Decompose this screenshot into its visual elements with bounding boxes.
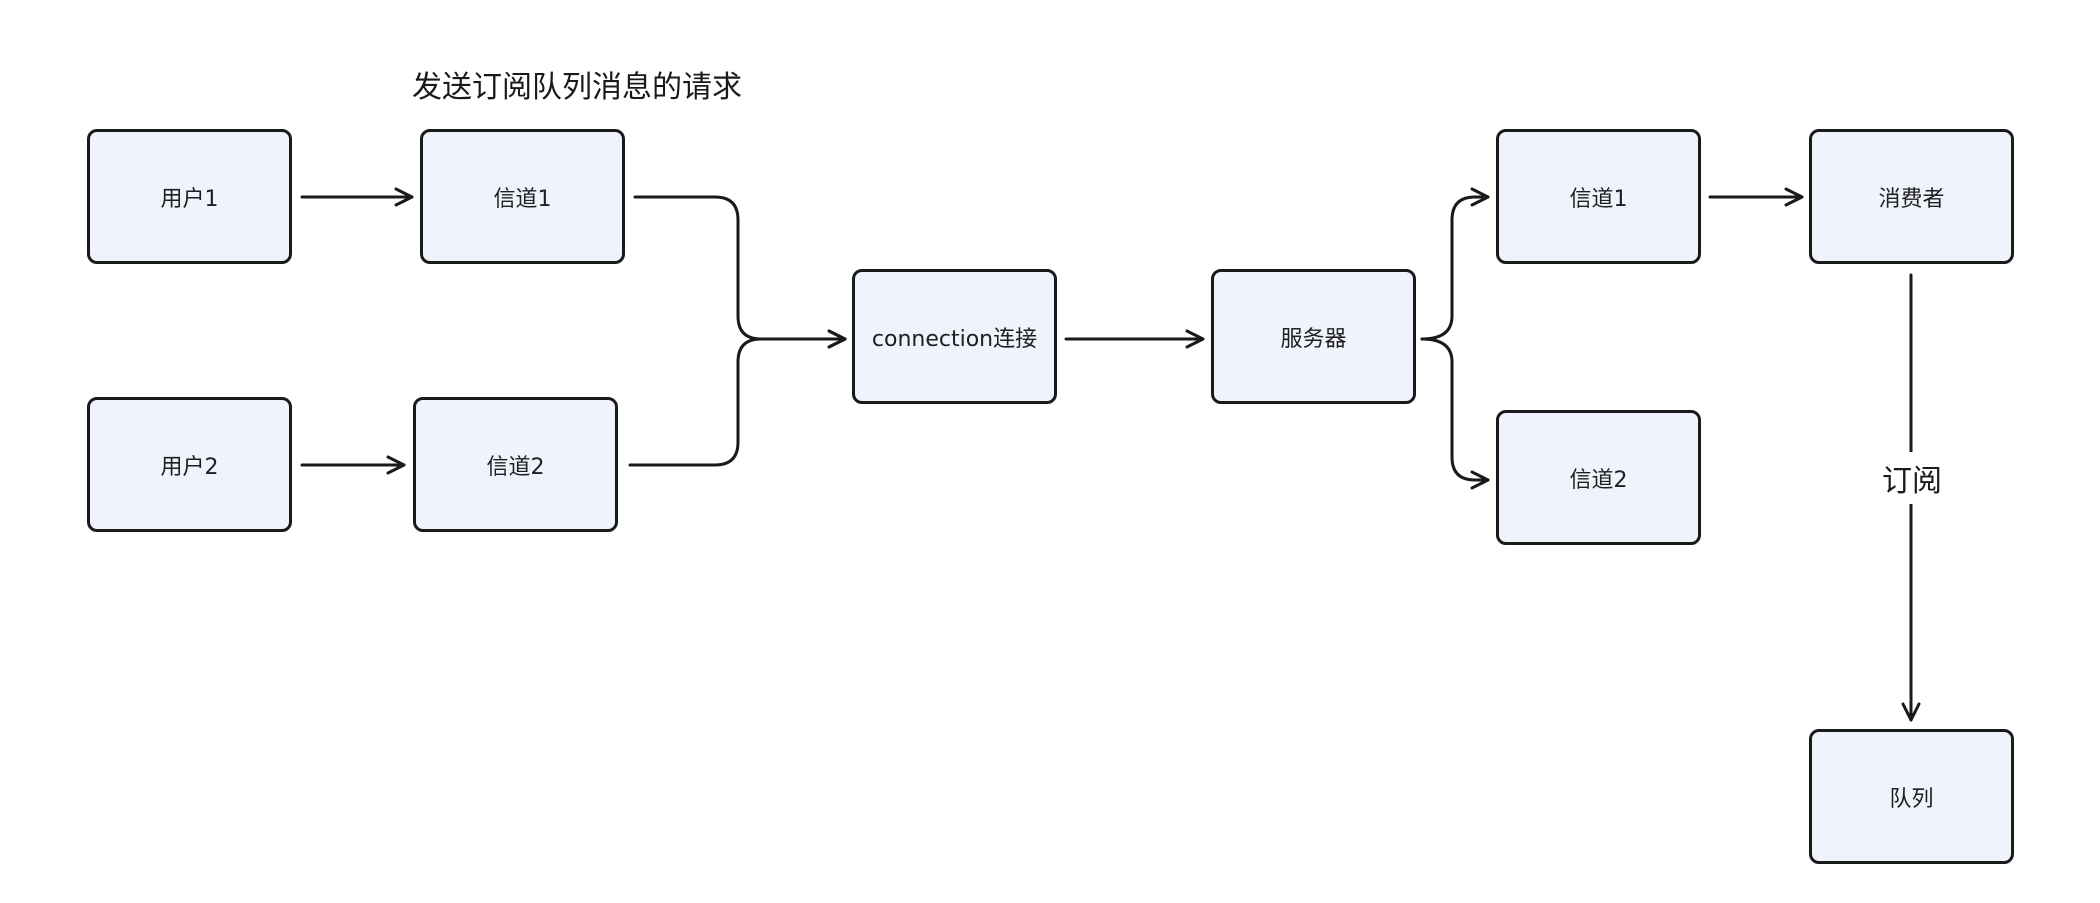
node-channel2-right: 信道2 [1496,410,1701,545]
node-user2: 用户2 [87,397,292,532]
node-user1: 用户1 [87,129,292,264]
diagram-title: 发送订阅队列消息的请求 [412,70,742,105]
edge-channel2-connection [628,329,847,467]
node-channel2-left: 信道2 [413,397,618,532]
edge-channel1-connection [633,195,847,349]
edge-server-channel2 [1420,337,1490,490]
node-channel1-right: 信道1 [1496,129,1701,264]
node-queue: 队列 [1809,729,2014,864]
node-channel1-left: 信道1 [420,129,625,264]
node-consumer: 消费者 [1809,129,2014,264]
node-server: 服务器 [1211,269,1416,404]
edge-server-channel1 [1420,187,1490,341]
node-connection: connection连接 [852,269,1057,404]
edge-label-subscribe: 订阅 [1880,452,1944,504]
